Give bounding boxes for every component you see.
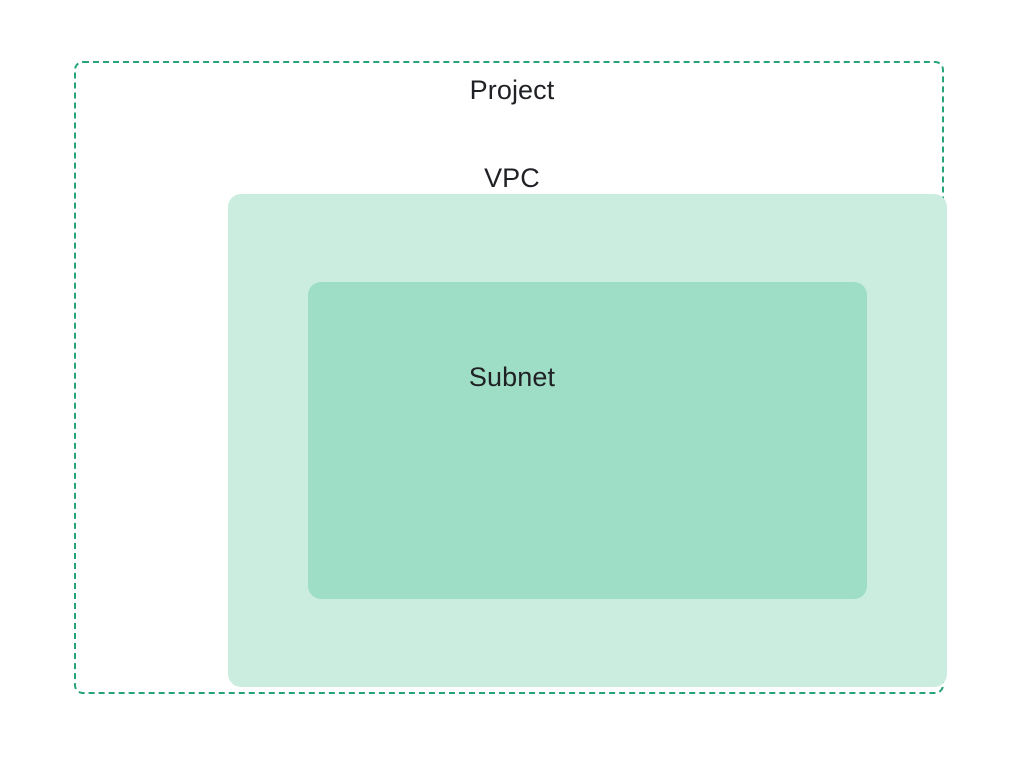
project-label: Project [469,75,555,105]
subnet-label: Subnet [468,362,556,392]
subnet-scope-container[interactable] [308,282,867,599]
project-scope-container[interactable] [74,61,947,694]
vpc-label: VPC [484,163,540,193]
